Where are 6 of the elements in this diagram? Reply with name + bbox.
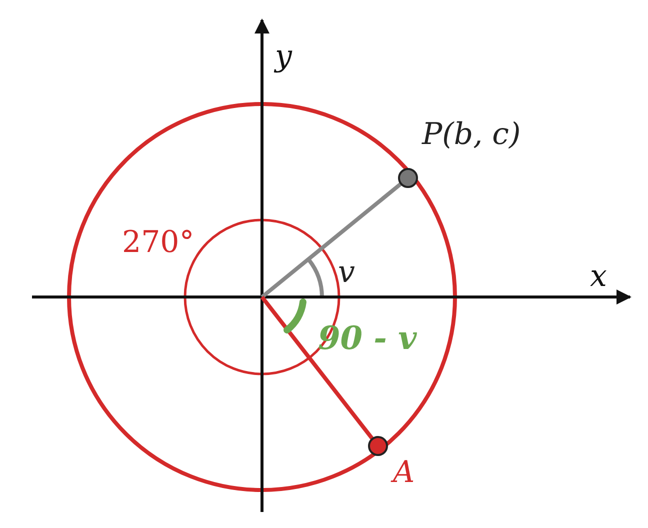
axis-label: x xyxy=(590,262,607,292)
point-label: A xyxy=(393,458,415,488)
axis-label: y xyxy=(275,42,292,72)
angle-label: v xyxy=(338,258,355,288)
point-label: P(b, c) xyxy=(422,120,521,150)
angle-label: 270° xyxy=(122,228,194,258)
